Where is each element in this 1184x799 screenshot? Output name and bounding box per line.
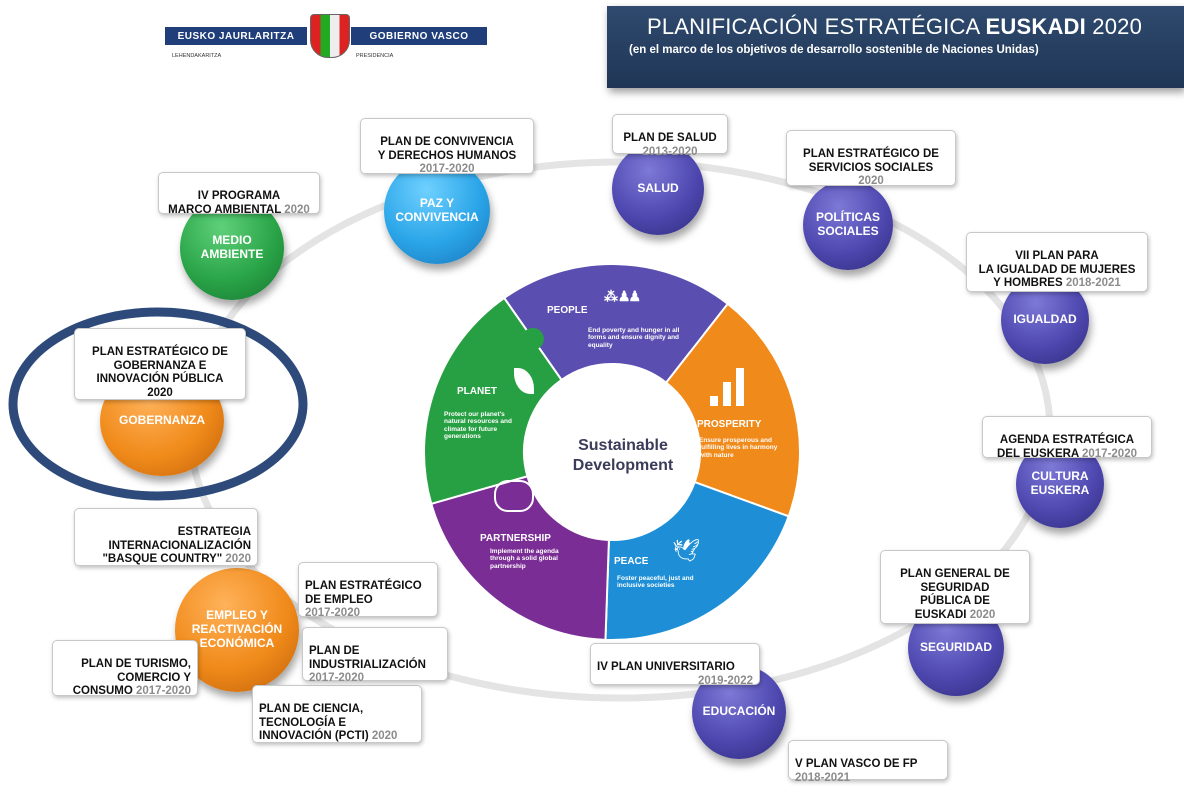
people-icon: ⁂ ♟♟ [604, 288, 641, 304]
wheel-segment-partnership [430, 475, 610, 641]
plan-gobernanza: PLAN ESTRATÉGICO DE GOBERNANZA E INNOVAC… [74, 328, 246, 400]
node-empleo: EMPLEO Y REACTIVACIÓN ECONÓMICA [175, 568, 299, 692]
logo-left-bar: EUSKO JAURLARITZA [165, 27, 307, 45]
logo-right-sub: PRESIDENCIA [356, 53, 394, 59]
node-paz-convivencia: PAZ Y CONVIVENCIA [384, 158, 490, 264]
header-banner: PLANIFICACIÓN ESTRATÉGICA EUSKADI 2020 (… [607, 6, 1184, 88]
segment-people-text: End poverty and hunger in all forms and … [588, 327, 680, 349]
plan-pcti: PLAN DE CIENCIA, TECNOLOGÍA E INNOVACIÓN… [252, 685, 422, 743]
wheel-segment-planet [423, 296, 563, 506]
logo-shield-icon [310, 14, 350, 58]
bar-chart-icon [710, 366, 750, 406]
center-title-line1: Sustainable [578, 437, 668, 454]
logo-right-bar: GOBIERNO VASCO [351, 27, 487, 45]
dove-icon: 🕊 [672, 538, 700, 563]
plan-internacionalizacion: ESTRATEGIA INTERNACIONALIZACIÓN "BASQUE … [74, 508, 258, 566]
logo-left-sub: LEHENDAKARITZA [172, 53, 222, 59]
diagram-canvas [8, 158, 1054, 702]
segment-planet-text: Protect our planet's natural resources a… [444, 411, 512, 441]
wheel-segment-people [502, 263, 730, 385]
wheel-center [525, 365, 699, 539]
segment-planet-title: PLANET [457, 386, 497, 397]
node-politicas-sociales: POLÍTICAS SOCIALES [803, 180, 893, 270]
segment-people-title: PEOPLE [547, 305, 588, 316]
segment-partnership-text: Implement the agenda through a solid glo… [490, 548, 559, 570]
segment-partnership-title: PARTNERSHIP [480, 533, 551, 544]
wheel-segment-peace [604, 480, 790, 641]
plan-igualdad: VII PLAN PARA LA IGUALDAD DE MUJERES Y H… [966, 232, 1148, 292]
plan-marco-ambiental: IV PROGRAMA MARCO AMBIENTAL 2020 [158, 172, 320, 216]
plan-seguridad: PLAN GENERAL DE SEGURIDAD PÚBLICA DE EUS… [880, 550, 1030, 624]
leaf-icon [514, 368, 534, 394]
page-title: PLANIFICACIÓN ESTRATÉGICA EUSKADI 2020 [647, 14, 1143, 39]
sdg-wheel [423, 263, 801, 641]
wheel-center-title: Sustainable Development [548, 436, 698, 476]
center-title-line2: Development [572, 457, 674, 474]
segment-prosperity-text: Ensure prosperous and fulfilling lives i… [699, 437, 778, 459]
segment-prosperity-title: PROSPERITY [697, 419, 762, 430]
segment-peace-title: PEACE [614, 556, 649, 567]
wheel-segment-prosperity [664, 302, 801, 518]
handshake-icon [494, 480, 534, 512]
wheel-knob-planet [521, 327, 544, 350]
gobernanza-highlight-ring [8, 307, 308, 501]
segment-peace-text: Foster peaceful, just and inclusive soci… [617, 575, 694, 590]
plan-euskera: AGENDA ESTRATÉGICA DEL EUSKERA 2017-2020 [982, 416, 1152, 460]
page-subtitle: (en el marco de los objetivos de desarro… [629, 44, 1039, 56]
plan-turismo: PLAN DE TURISMO, COMERCIO Y CONSUMO 2017… [52, 640, 198, 697]
node-salud: SALUD [612, 143, 704, 235]
